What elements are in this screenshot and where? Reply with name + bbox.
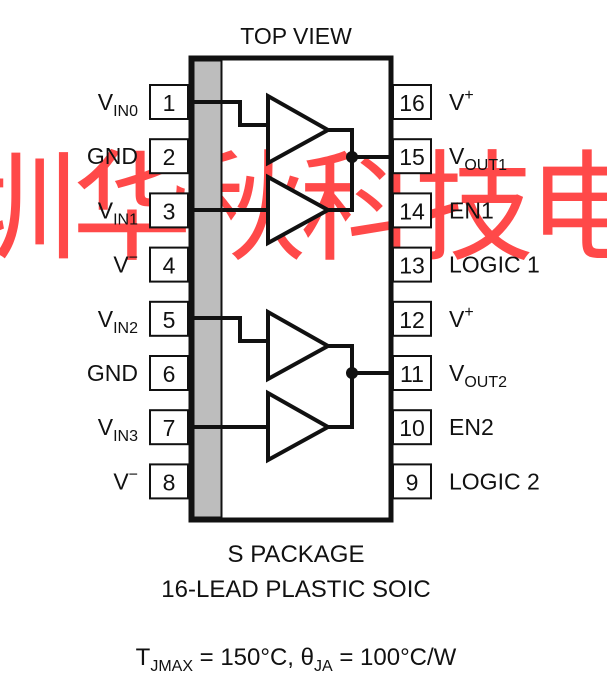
pin-3-label-main: V — [98, 197, 114, 223]
pin-7-box — [149, 409, 189, 446]
pin-15-label-subscript: OUT1 — [464, 157, 507, 174]
pin-3-label-subscript: IN1 — [113, 211, 138, 228]
pin-16-label-superscript: + — [464, 87, 473, 104]
pin-11-box — [392, 355, 432, 391]
pin-11-label-main: V — [449, 360, 465, 386]
package-body — [188, 55, 394, 523]
pin-9-label-main: LOGIC 2 — [449, 468, 540, 494]
pin-4-number: 4 — [163, 253, 176, 279]
pin-4-label: V− — [113, 250, 138, 278]
pin-5-number: 5 — [163, 307, 176, 333]
pin-13-number: 13 — [399, 253, 425, 279]
pin-10-number: 10 — [399, 415, 425, 441]
pin-7-label-main: V — [98, 414, 114, 440]
pin-16-box — [392, 84, 432, 120]
pin-7-number: 7 — [163, 415, 176, 441]
pin-12-label-main: V — [449, 306, 465, 332]
pin-14-label: EN1 — [449, 197, 494, 223]
pin-8-label: V− — [113, 466, 138, 494]
pin-4-label-main: V — [113, 252, 129, 278]
pin-5-label: VIN2 — [98, 306, 138, 337]
buffer-triangle-1 — [266, 92, 333, 167]
internal-wiring — [193, 100, 393, 429]
pin-15-number: 15 — [399, 144, 425, 170]
pin-11-label: VOUT2 — [449, 360, 507, 391]
pin-8-label-superscript: − — [129, 466, 138, 483]
pin-11-label-subscript: OUT2 — [464, 374, 507, 391]
pin-12-box — [392, 300, 432, 337]
pin-16-number: 16 — [399, 90, 425, 116]
pin-1-number: 1 — [163, 90, 176, 116]
junction-dot-1 — [346, 151, 358, 163]
pin-10-label-main: EN2 — [449, 414, 494, 440]
theta-symbol: θ — [301, 644, 314, 671]
pin-7-label: VIN3 — [98, 414, 138, 445]
pin-9-label: LOGIC 2 — [449, 468, 540, 494]
pin-8-number: 8 — [163, 469, 176, 495]
buffer-triangle-2 — [266, 173, 333, 247]
pin-15-label: VOUT1 — [449, 143, 507, 174]
pin-14-label-main: EN1 — [449, 197, 494, 223]
top-view-label: TOP VIEW — [240, 23, 352, 49]
pin-6-label: GND — [87, 360, 138, 386]
pin-16-label: V+ — [449, 87, 474, 115]
pin-5-label-main: V — [98, 306, 114, 332]
pin-9-number: 9 — [406, 469, 419, 495]
pin-14-number: 14 — [399, 198, 425, 224]
pin-3-number: 3 — [163, 198, 176, 224]
pin-8-box — [149, 463, 189, 500]
tjmax-subscript: JMAX — [150, 658, 193, 675]
pin-5-box — [149, 300, 189, 337]
pin-3-box — [149, 192, 189, 229]
pin-2-label: GND — [87, 143, 138, 169]
pin-8-label-main: V — [113, 468, 129, 494]
pin-6-box — [149, 355, 189, 391]
pin-5-label-subscript: IN2 — [113, 320, 138, 337]
pin-2-box — [149, 138, 189, 175]
package-description: 16-LEAD PLASTIC SOIC — [161, 576, 430, 603]
pin-4-label-superscript: − — [129, 250, 138, 267]
pin-12-number: 12 — [399, 307, 425, 333]
pin-1-label: VIN0 — [98, 89, 138, 120]
buffer-triangle-4 — [266, 389, 333, 464]
tjmax-symbol: T — [136, 644, 151, 671]
theta-value: = 100°C/W — [333, 644, 457, 671]
pin-7-label-subscript: IN3 — [113, 428, 138, 445]
pin-15-label-main: V — [449, 143, 465, 169]
pin-13-label: LOGIC 1 — [449, 252, 540, 278]
pin-1-label-subscript: IN0 — [113, 103, 138, 120]
tjmax-value: = 150°C, — [193, 644, 301, 671]
pin-14-box — [392, 192, 432, 229]
pin-15-box — [392, 138, 432, 175]
pin-2-number: 2 — [163, 144, 176, 170]
thermal-spec: TJMAX = 150°C, θJA = 100°C/W — [136, 644, 457, 675]
pin-12-label: V+ — [449, 304, 474, 332]
pin-6-number: 6 — [163, 361, 176, 387]
theta-subscript: JA — [314, 658, 333, 675]
pin-9-box — [392, 463, 432, 500]
pin-16-label-main: V — [449, 89, 465, 115]
pin-13-label-main: LOGIC 1 — [449, 252, 540, 278]
pin-12-label-superscript: + — [464, 304, 473, 321]
pin-4-box — [149, 246, 189, 283]
buffer-triangle-3 — [266, 308, 333, 383]
pin-1-box — [149, 84, 189, 120]
pin-1-label-main: V — [98, 89, 114, 115]
pin-10-label: EN2 — [449, 414, 494, 440]
pin-3-label: VIN1 — [98, 197, 138, 228]
junction-dot-2 — [346, 367, 358, 379]
pin-13-box — [392, 246, 432, 283]
package-shade-strip — [192, 59, 223, 519]
package-name: S PACKAGE — [228, 541, 365, 568]
pin-2-label-main: GND — [87, 143, 138, 169]
pin-10-box — [392, 409, 432, 446]
pin-11-number: 11 — [400, 361, 424, 387]
pin-6-label-main: GND — [87, 360, 138, 386]
